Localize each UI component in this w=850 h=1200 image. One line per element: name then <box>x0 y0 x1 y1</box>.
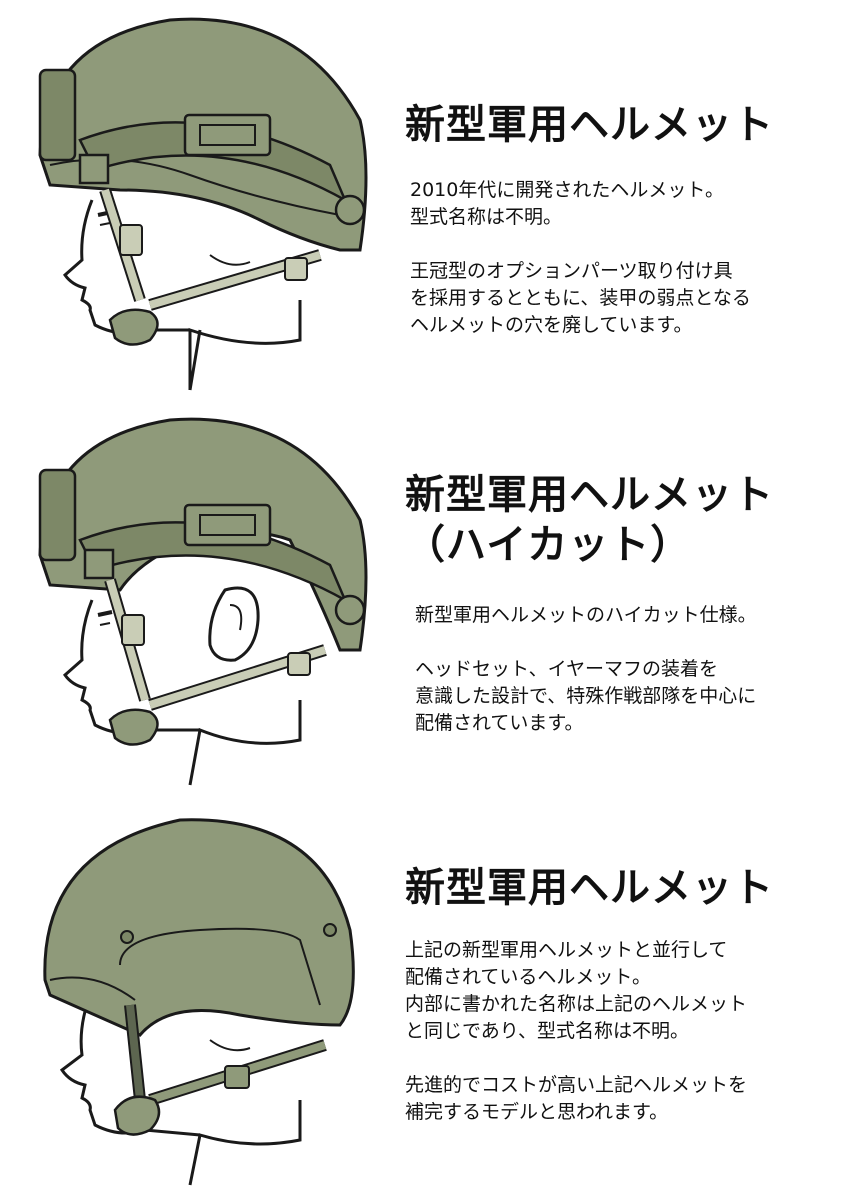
section-description: 上記の新型軍用ヘルメットと並行して 配備されているヘルメット。 内部に書かれた名… <box>405 939 748 1123</box>
ear <box>208 586 260 662</box>
section-title: 新型軍用ヘルメット （ハイカット） <box>405 472 774 568</box>
helmet-section-1: 新型軍用ヘルメット 2010年代に開発されたヘルメット。 型式名称は不明。 王冠… <box>0 0 850 400</box>
section-description: 2010年代に開発されたヘルメット。 型式名称は不明。 王冠型のオプションパーツ… <box>410 179 751 336</box>
section-title: 新型軍用ヘルメット <box>405 102 774 148</box>
helmet-illustration-high-cut-ear <box>38 417 368 786</box>
helmet-section-3: 新型軍用ヘルメット 上記の新型軍用ヘルメットと並行して 配備されているヘルメット… <box>0 800 850 1200</box>
helmet-section-2: 新型軍用ヘルメット （ハイカット） 新型軍用ヘルメットのハイカット仕様。 ヘッド… <box>0 400 850 800</box>
section-title: 新型軍用ヘルメット <box>405 865 774 911</box>
section-description: 新型軍用ヘルメットのハイカット仕様。 ヘッドセット、イヤーマフの装着を 意識した… <box>415 604 757 734</box>
helmet-shell <box>43 818 355 1037</box>
helmet-illustration-high-cut-rails <box>38 17 368 391</box>
helmet-illustration-full-cut <box>43 818 355 1186</box>
